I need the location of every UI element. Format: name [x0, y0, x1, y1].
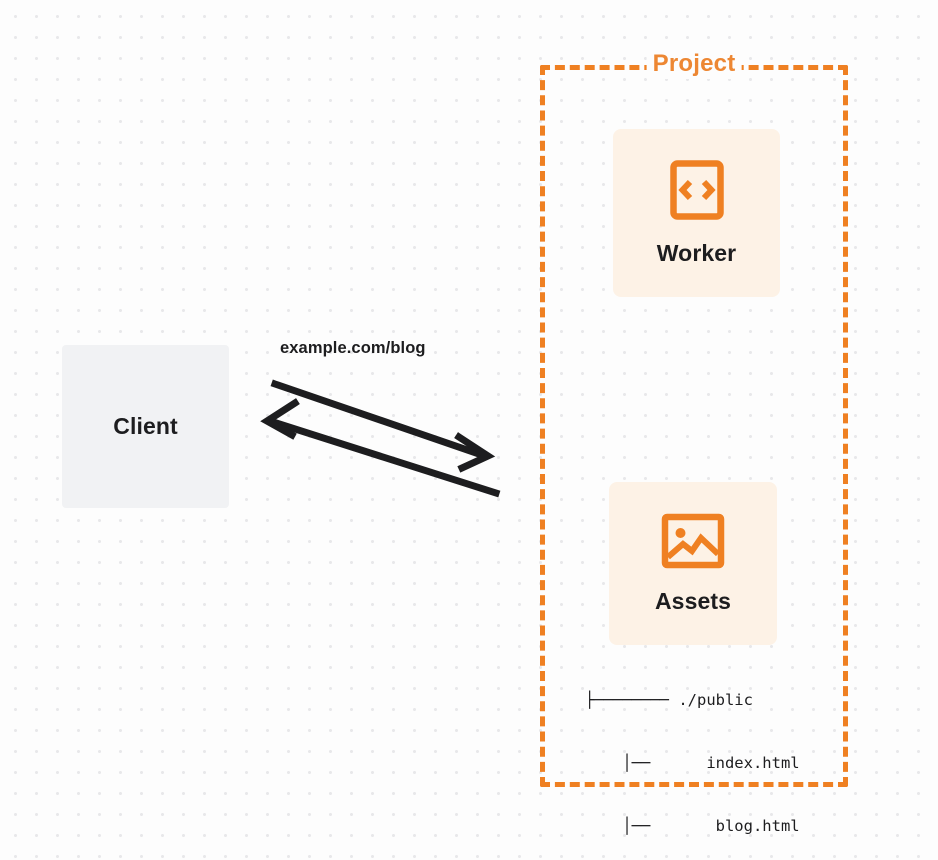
- file-tree-line: ├──────── ./public: [585, 691, 753, 709]
- assets-file-tree: ├──────── ./public │── index.html │── bl…: [585, 648, 800, 860]
- code-file-icon: [669, 159, 725, 226]
- connector-label: example.com/blog: [280, 339, 426, 357]
- project-title: Project: [646, 49, 742, 79]
- request-arrow: [270, 379, 496, 473]
- worker-card-label: Worker: [656, 240, 737, 266]
- assets-card-label: Assets: [654, 587, 732, 614]
- client-node[interactable]: Client: [62, 345, 229, 508]
- project-container: Project Worker Assets: [540, 49, 848, 835]
- connector-arrows: [260, 379, 501, 498]
- response-arrow: [260, 398, 501, 498]
- file-tree-line: │── blog.html: [585, 817, 800, 835]
- assets-card[interactable]: Assets: [609, 482, 777, 645]
- client-node-label: Client: [113, 413, 178, 439]
- image-icon: [661, 513, 725, 574]
- worker-card[interactable]: Worker: [613, 129, 780, 297]
- file-tree-line: │── index.html: [585, 754, 800, 772]
